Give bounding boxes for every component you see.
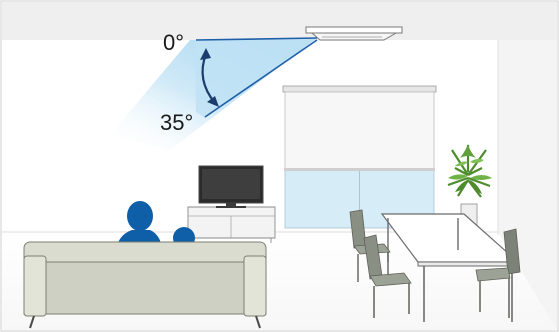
television	[199, 166, 263, 208]
window-blind	[283, 86, 436, 228]
tv-stand	[188, 207, 275, 243]
ceiling-band	[2, 2, 557, 40]
angle-label-bottom: 35°	[160, 110, 193, 135]
angle-label-top: 0°	[163, 30, 184, 55]
ceiling-air-conditioner	[306, 27, 402, 40]
back-wall	[2, 40, 557, 232]
